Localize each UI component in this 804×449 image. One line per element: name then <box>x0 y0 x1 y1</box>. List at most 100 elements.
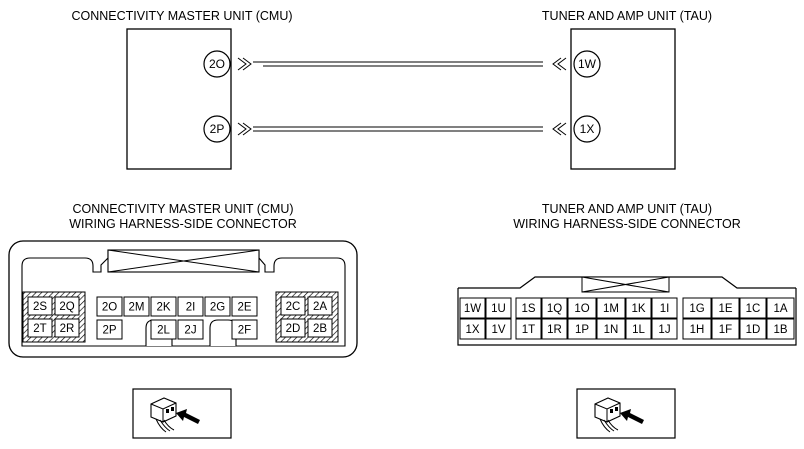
tau-pin-1p: 1P <box>567 318 597 340</box>
tau-pin-1v: 1V <box>485 318 512 340</box>
tau-pin-1r: 1R <box>541 318 568 340</box>
svg-text:2S: 2S <box>33 301 47 313</box>
cmu-pin-2e: 2E <box>231 296 258 317</box>
tau-pin-1f: 1F <box>711 318 740 340</box>
cmu-pin-2l: 2L <box>150 319 177 340</box>
cmu-pin-2f: 2F <box>231 319 258 340</box>
tau-connector-view-icon <box>576 388 676 439</box>
cmu-pin-2s: 2S <box>27 296 53 316</box>
tau-pin-1g: 1G <box>682 297 712 319</box>
svg-text:2B: 2B <box>313 323 327 335</box>
svg-text:1I: 1I <box>660 303 670 315</box>
svg-text:2O: 2O <box>102 302 117 314</box>
tau-pin-1k: 1K <box>625 297 652 319</box>
cmu-title: CONNECTIVITY MASTER UNIT (CMU) <box>71 9 292 23</box>
svg-text:1V: 1V <box>491 324 505 336</box>
cmu-pin-2m: 2M <box>123 296 150 317</box>
tau-pin-1u: 1U <box>485 297 512 319</box>
tau-pin-1w: 1W <box>459 297 486 319</box>
svg-text:2L: 2L <box>157 325 170 337</box>
svg-text:1T: 1T <box>522 324 535 336</box>
wire-2p-1x <box>237 122 567 136</box>
cmu-connector-title-2: WIRING HARNESS-SIDE CONNECTOR <box>69 217 297 231</box>
tau-title: TUNER AND AMP UNIT (TAU) <box>542 9 712 23</box>
svg-text:1O: 1O <box>574 303 589 315</box>
tau-unit-box <box>570 28 676 170</box>
terminal-1x: 1X <box>573 115 601 143</box>
svg-text:2F: 2F <box>238 325 251 337</box>
terminal-1w: 1W <box>573 50 601 78</box>
svg-text:1E: 1E <box>718 303 732 315</box>
svg-text:1C: 1C <box>746 303 761 315</box>
cmu-pin-2b: 2B <box>307 318 333 338</box>
tau-pin-1m: 1M <box>596 297 626 319</box>
terminal-2p: 2P <box>203 115 231 143</box>
cmu-pin-2p: 2P <box>96 319 123 340</box>
svg-text:1G: 1G <box>689 303 704 315</box>
tau-pin-1e: 1E <box>711 297 740 319</box>
cmu-unit-box <box>126 28 232 170</box>
cmu-pin-2i: 2I <box>177 296 204 317</box>
tau-connector-title-2: WIRING HARNESS-SIDE CONNECTOR <box>513 217 741 231</box>
tau-pin-1t: 1T <box>515 318 542 340</box>
svg-text:2J: 2J <box>184 325 196 337</box>
tau-pin-1c: 1C <box>739 297 767 319</box>
tau-pin-1s: 1S <box>515 297 542 319</box>
tau-pin-1l: 1L <box>625 318 652 340</box>
svg-text:1W: 1W <box>464 303 481 315</box>
svg-text:1W: 1W <box>578 57 597 71</box>
svg-text:1N: 1N <box>604 324 619 336</box>
svg-text:1X: 1X <box>465 324 479 336</box>
tau-pin-1h: 1H <box>682 318 712 340</box>
cmu-pin-2c: 2C <box>280 296 306 316</box>
cmu-pin-2q: 2Q <box>54 296 80 316</box>
svg-text:2E: 2E <box>237 302 251 314</box>
svg-text:2P: 2P <box>102 325 116 337</box>
cmu-pin-2g: 2G <box>204 296 231 317</box>
svg-text:1H: 1H <box>690 324 705 336</box>
svg-text:2C: 2C <box>286 301 301 313</box>
tau-pin-1o: 1O <box>567 297 597 319</box>
cmu-connector-view-icon <box>132 388 232 439</box>
tau-pin-1i: 1I <box>651 297 678 319</box>
cmu-pin-2a: 2A <box>307 296 333 316</box>
svg-text:1Q: 1Q <box>547 303 562 315</box>
svg-text:2O: 2O <box>209 57 225 71</box>
cmu-connector-title-1: CONNECTIVITY MASTER UNIT (CMU) <box>72 202 293 216</box>
svg-text:2R: 2R <box>60 323 75 335</box>
svg-text:1X: 1X <box>580 122 595 136</box>
tau-pin-1x: 1X <box>459 318 486 340</box>
svg-text:2P: 2P <box>210 122 225 136</box>
wire-2o-1w <box>237 57 567 71</box>
svg-text:2T: 2T <box>33 323 46 335</box>
svg-text:2I: 2I <box>186 302 196 314</box>
tau-pin-1b: 1B <box>766 318 795 340</box>
tau-pin-1a: 1A <box>766 297 795 319</box>
tau-pin-1d: 1D <box>739 318 767 340</box>
svg-text:2K: 2K <box>156 302 170 314</box>
svg-text:1B: 1B <box>773 324 787 336</box>
svg-text:2M: 2M <box>129 302 145 314</box>
cmu-pin-2d: 2D <box>280 318 306 338</box>
cmu-pin-2j: 2J <box>177 319 204 340</box>
svg-text:2G: 2G <box>210 302 225 314</box>
cmu-pin-2t: 2T <box>27 318 53 338</box>
svg-text:1J: 1J <box>658 324 670 336</box>
cmu-pin-2r: 2R <box>54 318 80 338</box>
tau-pin-1j: 1J <box>651 318 678 340</box>
tau-pin-1n: 1N <box>596 318 626 340</box>
tau-pin-1q: 1Q <box>541 297 568 319</box>
svg-text:1S: 1S <box>521 303 535 315</box>
svg-text:1K: 1K <box>631 303 645 315</box>
svg-text:1A: 1A <box>773 303 787 315</box>
svg-text:1L: 1L <box>632 324 645 336</box>
svg-text:1F: 1F <box>719 324 732 336</box>
terminal-2o: 2O <box>203 50 231 78</box>
svg-text:1M: 1M <box>603 303 619 315</box>
svg-text:1R: 1R <box>547 324 562 336</box>
cmu-pin-2k: 2K <box>150 296 177 317</box>
tau-connector <box>457 276 797 346</box>
svg-text:2A: 2A <box>313 301 327 313</box>
tau-connector-title-1: TUNER AND AMP UNIT (TAU) <box>542 202 712 216</box>
